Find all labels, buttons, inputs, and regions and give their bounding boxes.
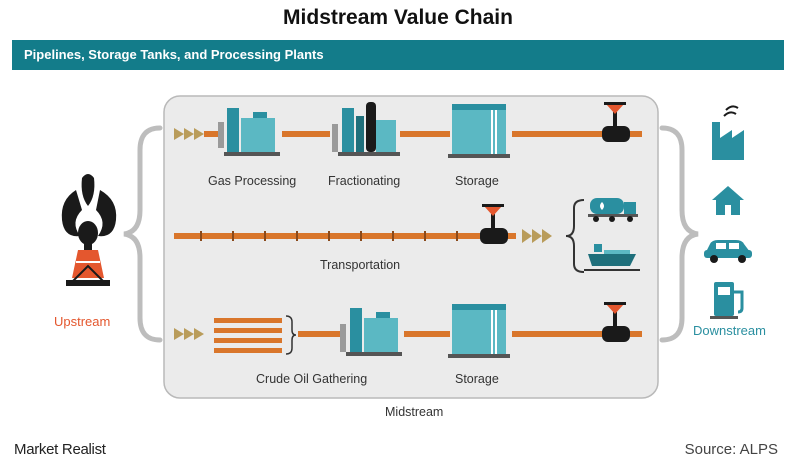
source-credit: Source: ALPS xyxy=(684,441,778,458)
gathering-pipes-icon xyxy=(214,318,282,353)
transportation-label: Transportation xyxy=(320,258,401,272)
midstream-panel xyxy=(163,95,659,399)
gathering-bracket-icon xyxy=(285,315,297,355)
pipeline-valve-icon xyxy=(602,102,630,142)
flow-arrows-row3-icon xyxy=(174,328,204,340)
right-bracket-icon xyxy=(659,125,699,343)
banner-text: Pipelines, Storage Tanks, and Processing… xyxy=(24,47,324,62)
fractionating-label: Fractionating xyxy=(328,174,401,188)
brand-logo: Market Realist xyxy=(14,441,106,458)
subtitle-banner: Pipelines, Storage Tanks, and Processing… xyxy=(12,40,784,70)
pipe-segment xyxy=(404,331,450,337)
downstream-label: Downstream xyxy=(693,323,766,338)
gas-processing-plant-icon xyxy=(218,108,280,156)
storage-bottom-label: Storage xyxy=(455,372,499,386)
storage-tank-icon xyxy=(448,104,510,158)
pipe-segment xyxy=(298,331,340,337)
upstream-label: Upstream xyxy=(54,314,111,329)
transport-pipeline xyxy=(174,233,480,239)
pipeline-valve-bottom-icon xyxy=(602,302,630,342)
tanker-truck-icon xyxy=(588,198,638,222)
upstream-wellhead-icon xyxy=(61,174,117,286)
diagram-title: Midstream Value Chain xyxy=(283,6,513,29)
pipe-segment xyxy=(508,233,516,239)
pipe-joints xyxy=(200,231,458,241)
storage-tank-bottom-icon xyxy=(448,304,510,358)
transport-valve-icon xyxy=(480,204,508,244)
pipe-segment xyxy=(400,131,450,137)
midstream-label: Midstream xyxy=(385,405,444,419)
transport-bracket-icon xyxy=(565,199,585,273)
car-icon xyxy=(704,240,752,263)
fractionating-plant-icon xyxy=(332,102,400,156)
gas-processing-label: Gas Processing xyxy=(208,174,297,188)
pipe-segment xyxy=(282,131,330,137)
factory-icon xyxy=(712,105,744,160)
flow-arrows-row2-icon xyxy=(522,229,552,243)
pipe-segment xyxy=(630,331,642,337)
pipe-segment xyxy=(512,331,602,337)
flow-arrows-row1-icon xyxy=(174,128,204,140)
fuel-pump-icon xyxy=(710,282,744,319)
pipe-segment xyxy=(512,131,602,137)
storage-top-label: Storage xyxy=(455,174,499,188)
house-icon xyxy=(712,186,744,215)
tanker-ship-icon xyxy=(584,244,640,271)
crude-processing-plant-icon xyxy=(340,308,402,356)
pipe-segment xyxy=(204,131,218,137)
crude-oil-gathering-label: Crude Oil Gathering xyxy=(256,372,368,386)
pipe-segment xyxy=(630,131,642,137)
left-bracket-icon xyxy=(123,125,163,343)
